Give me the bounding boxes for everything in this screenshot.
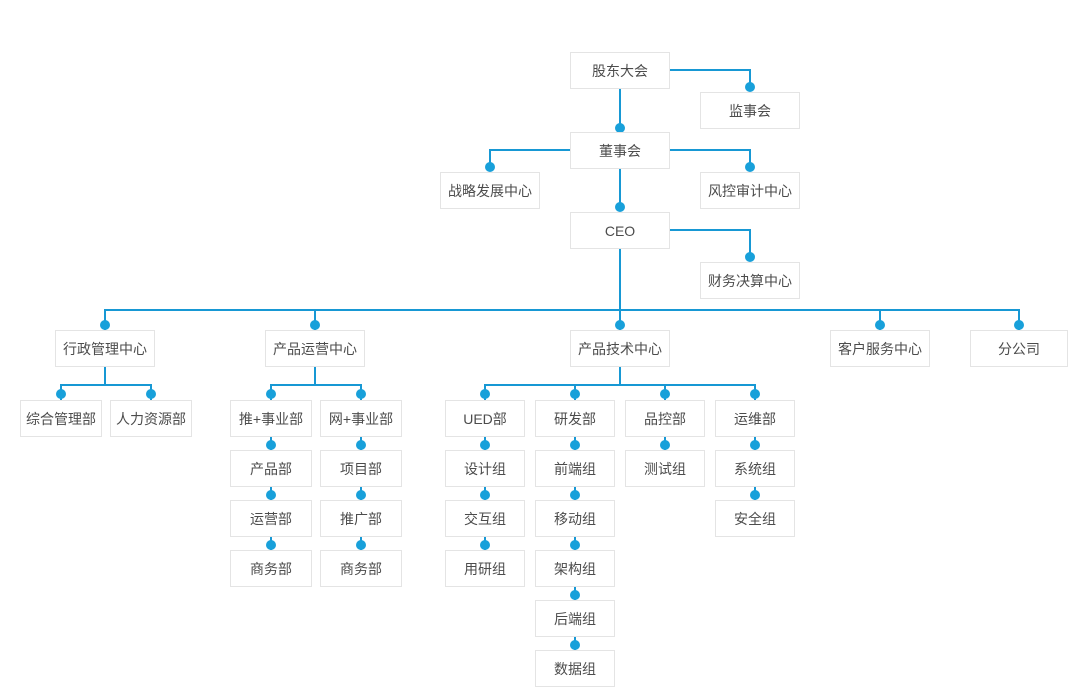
connector-dot: [266, 540, 276, 550]
connector-dot: [266, 490, 276, 500]
node-tui-business-dept: 推+事业部: [230, 400, 312, 437]
connector-line: [749, 70, 751, 88]
connector-dot: [615, 202, 625, 212]
connector-line: [619, 367, 621, 386]
node-admin-center: 行政管理中心: [55, 330, 155, 367]
connector-dot: [745, 162, 755, 172]
connector-dot: [570, 540, 580, 550]
node-branch-company: 分公司: [970, 330, 1068, 367]
node-ceo: CEO: [570, 212, 670, 249]
connector-dot: [485, 162, 495, 172]
connector-line: [670, 69, 751, 71]
node-ops-dept: 运维部: [715, 400, 795, 437]
connector-dot: [1014, 320, 1024, 330]
connector-line: [314, 367, 316, 386]
connector-dot: [356, 389, 366, 399]
node-system-team: 系统组: [715, 450, 795, 487]
connector-dot: [570, 640, 580, 650]
connector-dot: [750, 389, 760, 399]
node-frontend-team: 前端组: [535, 450, 615, 487]
node-data-team: 数据组: [535, 650, 615, 687]
connector-line: [619, 89, 621, 129]
node-promotion-dept: 推广部: [320, 500, 402, 537]
connector-dot: [266, 440, 276, 450]
connector-line: [670, 229, 751, 231]
connector-dot: [570, 490, 580, 500]
connector-dot: [615, 320, 625, 330]
node-wang-business-dept: 网+事业部: [320, 400, 402, 437]
connector-dot: [480, 540, 490, 550]
connector-dot: [356, 540, 366, 550]
node-testing-team: 测试组: [625, 450, 705, 487]
connector-line: [104, 309, 1020, 311]
node-general-admin-dept: 综合管理部: [20, 400, 102, 437]
connector-line: [270, 384, 362, 386]
connector-line: [619, 169, 621, 208]
node-hr-dept: 人力资源部: [110, 400, 192, 437]
connector-dot: [745, 252, 755, 262]
node-ued-dept: UED部: [445, 400, 525, 437]
node-supervisory-board: 监事会: [700, 92, 800, 129]
node-architecture-team: 架构组: [535, 550, 615, 587]
node-risk-audit-center: 风控审计中心: [700, 172, 800, 209]
node-qc-dept: 品控部: [625, 400, 705, 437]
connector-dot: [480, 490, 490, 500]
node-finance-center: 财务决算中心: [700, 262, 800, 299]
connector-line: [670, 149, 751, 151]
connector-dot: [570, 440, 580, 450]
connector-dot: [660, 389, 670, 399]
node-project-dept: 项目部: [320, 450, 402, 487]
connector-dot: [615, 123, 625, 133]
node-backend-team: 后端组: [535, 600, 615, 637]
node-interaction-team: 交互组: [445, 500, 525, 537]
connector-line: [60, 384, 152, 386]
node-design-team: 设计组: [445, 450, 525, 487]
connector-dot: [310, 320, 320, 330]
node-business-dept-wang: 商务部: [320, 550, 402, 587]
connector-dot: [56, 389, 66, 399]
connector-line: [489, 150, 491, 168]
connector-dot: [266, 389, 276, 399]
connector-dot: [660, 440, 670, 450]
connector-line: [619, 249, 621, 311]
node-mobile-team: 移动组: [535, 500, 615, 537]
connector-dot: [356, 440, 366, 450]
node-business-dept-tui: 商务部: [230, 550, 312, 587]
node-user-research-team: 用研组: [445, 550, 525, 587]
node-shareholders-meeting: 股东大会: [570, 52, 670, 89]
node-board-of-directors: 董事会: [570, 132, 670, 169]
connector-dot: [570, 590, 580, 600]
connector-dot: [875, 320, 885, 330]
node-product-tech-center: 产品技术中心: [570, 330, 670, 367]
connector-dot: [356, 490, 366, 500]
node-strategy-center: 战略发展中心: [440, 172, 540, 209]
connector-line: [489, 149, 571, 151]
node-customer-service-center: 客户服务中心: [830, 330, 930, 367]
connector-dot: [100, 320, 110, 330]
connector-dot: [750, 440, 760, 450]
node-product-dept: 产品部: [230, 450, 312, 487]
node-security-team: 安全组: [715, 500, 795, 537]
connector-dot: [745, 82, 755, 92]
node-rd-dept: 研发部: [535, 400, 615, 437]
node-product-ops-center: 产品运营中心: [265, 330, 365, 367]
connector-dot: [480, 389, 490, 399]
connector-line: [104, 367, 106, 386]
connector-line: [749, 150, 751, 168]
connector-dot: [570, 389, 580, 399]
connector-line: [749, 230, 751, 258]
connector-dot: [480, 440, 490, 450]
connector-dot: [750, 490, 760, 500]
connector-dot: [146, 389, 156, 399]
node-operation-dept: 运营部: [230, 500, 312, 537]
